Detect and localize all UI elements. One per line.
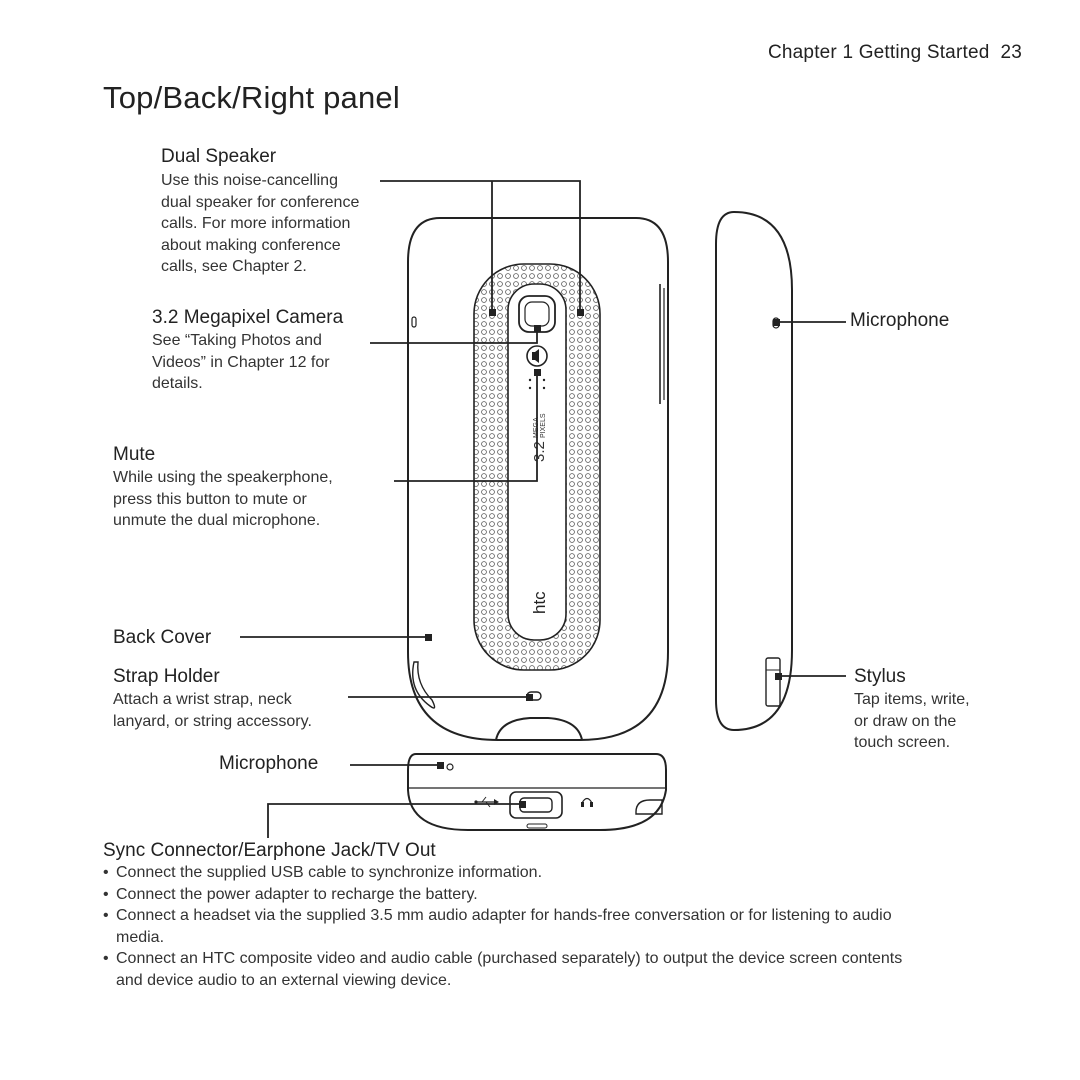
camera-label: 3.2 Megapixel Camera (152, 307, 344, 328)
sync-connector-label: Sync Connector/Earphone Jack/TV Out (103, 840, 436, 861)
megapixel-marking: 3.2 (531, 441, 548, 462)
bullet-item: Connect a headset via the supplied 3.5 m… (103, 905, 933, 948)
phone-bottom-view (407, 753, 667, 831)
page-header: Chapter 1 Getting Started 23 (768, 42, 1022, 64)
strap-holder-label: Strap Holder (113, 666, 220, 687)
dual-speaker-description: Use this noise-cancelling dual speaker f… (161, 172, 360, 275)
camera-description: See “Taking Photos and Videos” in Chapte… (152, 332, 330, 392)
page-number: 23 (1000, 42, 1022, 63)
mute-description: While using the speakerphone, press this… (113, 469, 333, 529)
bullet-item: Connect the power adapter to recharge th… (103, 884, 933, 906)
side-microphone-label: Microphone (850, 310, 950, 331)
pixels-marking: PIXELS (540, 413, 547, 438)
bullet-item: Connect the supplied USB cable to synchr… (103, 862, 933, 884)
phone-side-view (715, 210, 793, 732)
stylus-label: Stylus (854, 666, 906, 687)
htc-logo: htc (530, 591, 549, 614)
leader-lines (240, 180, 846, 838)
dual-speaker-label: Dual Speaker (161, 146, 277, 167)
page-title: Top/Back/Right panel (103, 80, 400, 115)
phone-back-view: 3.2 MEGA PIXELS htc (407, 217, 669, 741)
bullet-item: Connect an HTC composite video and audio… (103, 948, 933, 991)
headphone-icon (581, 797, 593, 807)
strap-holder-description: Attach a wrist strap, neck lanyard, or s… (113, 691, 312, 730)
mute-label: Mute (113, 444, 156, 465)
bottom-microphone-label: Microphone (219, 753, 319, 774)
chapter-title: Chapter 1 Getting Started (767, 42, 990, 63)
stylus-description: Tap items, write, or draw on the touch s… (854, 691, 970, 751)
sync-connector-bullets: Connect the supplied USB cable to synchr… (103, 862, 933, 991)
leader-endpoints (425, 309, 782, 808)
back-cover-label: Back Cover (113, 627, 212, 648)
